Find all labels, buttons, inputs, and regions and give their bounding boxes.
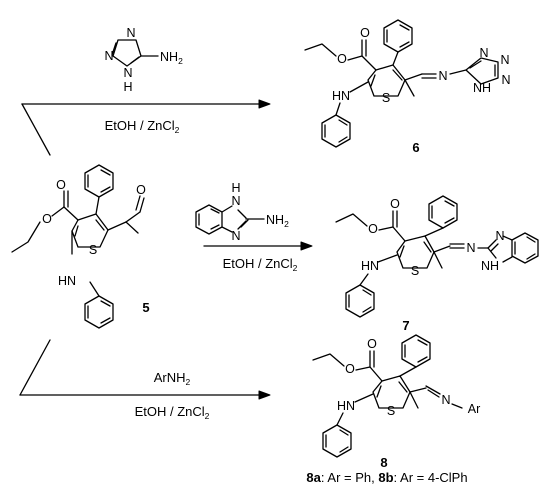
product-8-structure — [312, 334, 463, 458]
reagent-aminobenzimidazole — [195, 204, 265, 235]
atom-N: N — [123, 66, 132, 80]
atom-O: O — [136, 183, 146, 197]
atom-O: O — [42, 212, 52, 226]
atom-N: N — [104, 49, 113, 63]
atom-N: N — [500, 53, 509, 67]
atom-O: O — [390, 197, 400, 211]
atom-O: O — [368, 222, 378, 236]
atom-HN: HN — [361, 259, 379, 273]
atom-S: S — [382, 91, 390, 105]
atom-NH: NH — [473, 81, 491, 95]
reaction-arrow-2 — [203, 241, 313, 251]
atom-N: N — [231, 194, 240, 208]
footnote-8a-8b: 8a: Ar = Ph, 8b: Ar = 4-ClPh — [306, 470, 467, 485]
atom-N: N — [501, 73, 510, 87]
atom-N: N — [126, 26, 135, 40]
reagent-arnh2: ArNH2 — [154, 370, 191, 387]
atom-nh2: NH2 — [266, 213, 289, 229]
atom-N: N — [438, 69, 447, 83]
atom-O: O — [367, 337, 377, 351]
atom-HN: HN — [58, 274, 76, 288]
product-6-structure — [304, 19, 499, 148]
compound-label-8: 8 — [380, 455, 387, 470]
atom-N: N — [441, 393, 450, 407]
atom-N: N — [231, 229, 240, 243]
compound-label-7: 7 — [402, 318, 409, 333]
conditions-2: EtOH / ZnCl2 — [223, 256, 298, 273]
atom-NH: NH — [481, 259, 499, 273]
atom-H: H — [231, 181, 240, 195]
compound-label-6: 6 — [412, 140, 419, 155]
atom-O: O — [56, 178, 66, 192]
atom-O: O — [337, 52, 347, 66]
atom-N: N — [466, 241, 475, 255]
conditions-3: EtOH / ZnCl2 — [135, 404, 210, 421]
atom-HN: HN — [337, 399, 355, 413]
atom-N: N — [495, 229, 504, 243]
atom-N: N — [479, 46, 488, 60]
compound-label-5: 5 — [142, 300, 149, 315]
atom-O: O — [345, 362, 355, 376]
atom-Ar: Ar — [468, 402, 481, 416]
atom-nh2: NH2 — [160, 50, 183, 66]
atom-HN: HN — [332, 89, 350, 103]
reaction-arrow-1 — [21, 99, 271, 156]
compound-5-structure — [11, 164, 145, 329]
atom-S: S — [387, 404, 395, 418]
reaction-arrow-3 — [19, 339, 271, 400]
atom-S: S — [89, 243, 97, 257]
reagent-aminotriazole: N N N H NH2 — [104, 26, 183, 94]
atom-H: H — [123, 80, 132, 94]
atom-S: S — [411, 264, 419, 278]
product-7-structure — [335, 195, 539, 318]
conditions-1: EtOH / ZnCl2 — [105, 118, 180, 135]
atom-O: O — [360, 26, 370, 40]
